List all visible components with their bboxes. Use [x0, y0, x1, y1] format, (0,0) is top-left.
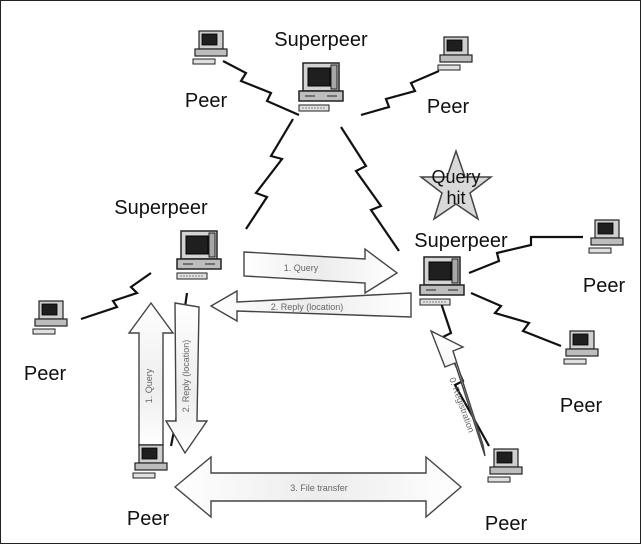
peer-top-right-label: Peer [427, 96, 470, 118]
reply-arrow: 2. Reply (location) [209, 289, 412, 323]
link-right-superpeer-peer-right-top [468, 235, 583, 275]
query-arrow-label: 1. Query [284, 263, 319, 273]
superpeer-right-label: Superpeer [414, 230, 508, 252]
query-up-arrow-label: 1. Query [144, 368, 154, 403]
peer-bottom-left-label: Peer [127, 508, 170, 530]
peer-bottom-right-label: Peer [485, 513, 528, 535]
link-top-superpeer-peer-right [360, 69, 440, 117]
registration-arrow: 0. Registration [429, 329, 486, 457]
link-left-superpeer-peer-left [80, 272, 152, 321]
query-arrow: 1. Query [243, 247, 399, 295]
message-arrows: 1. Query 2. Reply (location) 1. Query 2.… [127, 247, 486, 519]
peer-top-left-label: Peer [185, 90, 228, 112]
link-top-left-superpeer [245, 118, 294, 230]
peer-bottom-left: Peer [127, 444, 170, 530]
query-hit-star: Query hit [418, 148, 494, 221]
superpeer-left: Superpeer [114, 197, 222, 280]
superpeer-top-label: Superpeer [274, 29, 368, 51]
file-transfer-arrow: 3. File transfer [173, 455, 463, 519]
peer-top-right: Peer [427, 36, 473, 118]
peer-right-mid: Peer [560, 330, 603, 417]
query-hit-label-line1: Query [431, 167, 480, 187]
superpeer-right: Superpeer [414, 230, 508, 306]
link-right-superpeer-peer-right-mid [470, 291, 562, 348]
peer-left-label: Peer [24, 363, 67, 385]
reply-down-arrow: 2. Reply (location) [164, 302, 209, 455]
superpeer-top: Superpeer [274, 29, 368, 112]
peer-right-top: Peer [583, 219, 626, 297]
reply-arrow-label: 2. Reply (location) [271, 302, 344, 312]
peer-right-mid-label: Peer [560, 395, 603, 417]
link-top-superpeer-peer-left [222, 60, 300, 117]
query-hit-label-line2: hit [446, 188, 465, 208]
file-transfer-arrow-label: 3. File transfer [290, 483, 348, 493]
peer-bottom-right: Peer [485, 448, 528, 535]
query-up-arrow: 1. Query [127, 301, 175, 446]
link-top-right-superpeer [340, 126, 400, 252]
superpeer-left-label: Superpeer [114, 197, 208, 219]
reply-down-arrow-label: 2. Reply (location) [181, 340, 191, 413]
peer-left: Peer [24, 300, 68, 385]
peer-top-left: Peer [185, 30, 228, 112]
peer-right-top-label: Peer [583, 275, 626, 297]
